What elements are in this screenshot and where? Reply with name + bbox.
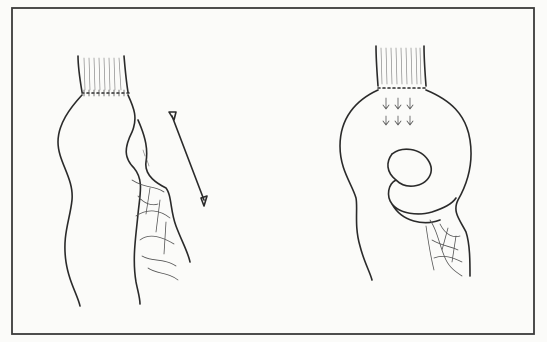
direction-arrow (169, 112, 207, 206)
inner-mass (388, 149, 456, 222)
downward-arrows (383, 98, 413, 125)
figure-frame (12, 8, 534, 334)
right-illustration (340, 46, 471, 280)
right-lower-tissue (426, 220, 462, 276)
right-upper-segment (376, 46, 426, 86)
left-lower-organ (58, 95, 190, 306)
left-upper-segment (78, 56, 128, 92)
left-suture-line (82, 90, 129, 96)
left-illustration (58, 56, 207, 306)
